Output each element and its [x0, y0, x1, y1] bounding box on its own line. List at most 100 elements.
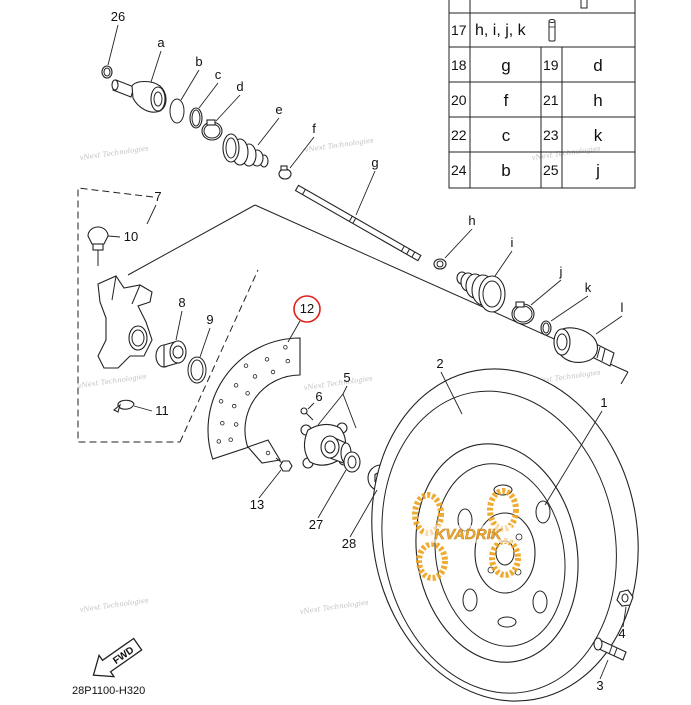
- part-9-circlip: [187, 356, 207, 384]
- leader-7: [146, 204, 157, 225]
- frame-line: [620, 371, 629, 385]
- part-f-boot-band: [278, 165, 292, 180]
- callout-h: h: [468, 213, 475, 228]
- callout-d: d: [236, 79, 243, 94]
- table-row-number: 25: [543, 162, 559, 178]
- part-11-clip: [113, 399, 135, 413]
- callout-k: k: [585, 280, 592, 295]
- table-row-17-parts: h, i, j, k: [475, 22, 527, 39]
- leader-h: [444, 228, 473, 259]
- callout-12: 12: [300, 301, 314, 316]
- callout-labels: 26 a b c d e f g h i j k l 7 10 8 9 11 1…: [111, 9, 626, 693]
- leader-9: [199, 327, 211, 358]
- leader-13: [258, 469, 282, 499]
- callout-7: 7: [154, 189, 161, 204]
- part-e-boot: [222, 133, 269, 168]
- guard-hole: [233, 383, 239, 388]
- table-row-17-number: 17: [451, 22, 467, 38]
- table-row-number: 22: [451, 127, 467, 143]
- part-g-shaft: [294, 184, 422, 262]
- callout-e: e: [275, 102, 282, 117]
- callout-2: 2: [436, 356, 443, 371]
- guard-hole: [245, 391, 250, 396]
- table-row-part: f: [504, 91, 509, 110]
- guard-hole: [264, 357, 270, 362]
- highlight-circle: [293, 295, 321, 323]
- leader-11: [133, 405, 153, 412]
- part-10-ball-joint: [87, 226, 109, 266]
- callout-9: 9: [206, 312, 213, 327]
- callout-b: b: [195, 54, 202, 69]
- callout-4: 4: [618, 626, 625, 641]
- part-3-wheel-stud: [593, 637, 627, 661]
- leader-26: [107, 24, 119, 66]
- part-k-ring: [540, 320, 552, 336]
- leader-27: [317, 469, 347, 519]
- guard-hole: [220, 421, 225, 426]
- part-8-bearing: [155, 340, 187, 368]
- part-d-boot-band: [201, 119, 223, 141]
- callout-i: i: [511, 235, 514, 250]
- callout-c: c: [215, 67, 222, 82]
- part-4-wheel-nut: [616, 589, 634, 607]
- callout-5: 5: [343, 370, 350, 385]
- part-12-disc-guard: [207, 337, 301, 464]
- leader-28: [349, 489, 378, 538]
- table-row-part: b: [501, 161, 510, 180]
- parts-kit-table: 17 h, i, j, k 18 g 19 d 20 f 21 h 22 c 2…: [448, 0, 636, 189]
- part-6-bolt: [300, 407, 314, 421]
- callout-10: 10: [124, 229, 138, 244]
- leader-8: [175, 310, 183, 341]
- part-26-circlip: [101, 65, 113, 79]
- part-h-boot-band: [433, 258, 447, 270]
- table-row-number: 18: [451, 57, 467, 73]
- callout-28: 28: [342, 536, 356, 551]
- watermark-text: vNext Technologies: [77, 372, 147, 390]
- guard-hole: [218, 399, 224, 404]
- leader-b: [180, 69, 200, 101]
- leader-3: [599, 659, 609, 680]
- callout-j: j: [559, 264, 563, 279]
- leader-a: [150, 50, 162, 83]
- guard-hole: [265, 450, 271, 456]
- watermark-text: vNext Technologies: [531, 144, 601, 162]
- table-row-part: d: [593, 56, 602, 75]
- guard-hole: [228, 437, 233, 442]
- part-13-bolt: [275, 457, 293, 472]
- logo-text: KVADRIK: [434, 526, 502, 543]
- guard-hole: [216, 439, 221, 444]
- callout-13: 13: [250, 497, 264, 512]
- leader-4: [622, 606, 627, 628]
- callout-f: f: [312, 121, 316, 136]
- table-row-part: h: [593, 91, 602, 110]
- leader-i: [494, 250, 513, 277]
- callout-27: 27: [309, 517, 323, 532]
- knuckle-group-dashed-box: [179, 269, 259, 443]
- table-row-part: j: [595, 161, 600, 180]
- leader-6: [307, 402, 315, 410]
- guard-hole: [233, 422, 239, 427]
- leader-l: [595, 315, 623, 335]
- leader-j: [530, 279, 562, 306]
- callout-6: 6: [315, 389, 322, 404]
- leader-c: [198, 82, 219, 109]
- leader-12: [287, 320, 301, 343]
- leader-5: [342, 385, 348, 395]
- leader-2: [440, 371, 463, 415]
- watermark-text: vNext Technologies: [79, 144, 149, 162]
- leader-k: [550, 295, 589, 322]
- part-i-boot: [456, 271, 506, 313]
- guard-hole: [270, 369, 276, 375]
- guard-hole: [283, 345, 288, 350]
- leader-10: [107, 235, 121, 238]
- leader-5-bracket: [317, 393, 357, 429]
- table-row-number: 24: [451, 162, 467, 178]
- watermark-text: vNext Technologies: [303, 374, 373, 392]
- guard-hole: [285, 358, 290, 364]
- guard-hole: [243, 363, 249, 368]
- leader-1: [544, 410, 603, 506]
- leader-d: [215, 94, 241, 122]
- frame-line: [127, 204, 256, 276]
- guard-hole: [252, 374, 258, 379]
